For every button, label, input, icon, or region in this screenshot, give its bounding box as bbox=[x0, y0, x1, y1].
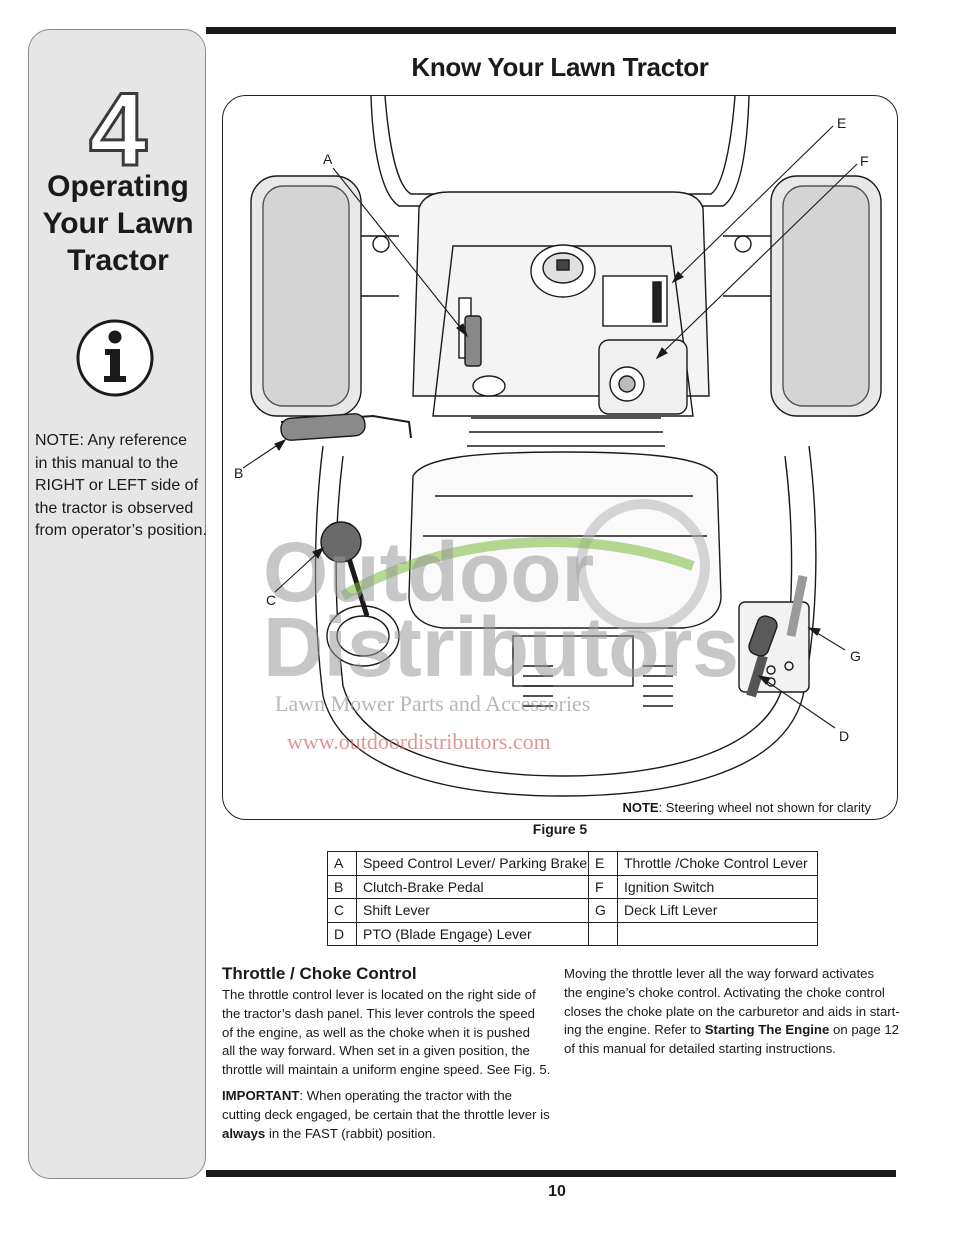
legend-table: A Speed Control Lever/ Parking Brake E T… bbox=[327, 851, 818, 946]
page-number: 10 bbox=[548, 1183, 566, 1200]
legend-key: F bbox=[588, 874, 618, 899]
figure-note-label: NOTE bbox=[622, 800, 659, 815]
legend-key: E bbox=[588, 851, 618, 876]
chapter-title-line: Your Lawn bbox=[42, 207, 194, 240]
sidebar-note-line: RIGHT or LEFT side of bbox=[35, 477, 199, 494]
paragraph-line: IMPORTANT: When operating the tractor wi… bbox=[222, 1087, 550, 1106]
paragraph-line: cutting deck engaged, be certain that th… bbox=[222, 1106, 550, 1125]
sidebar-note-line: the tractor is observed bbox=[35, 499, 194, 517]
tractor-figure: Outdoor Distributors Lawn Mower Parts an… bbox=[222, 95, 898, 820]
legend-value: Throttle /Choke Control Lever bbox=[617, 851, 818, 876]
important-text: in the FAST (rabbit) position. bbox=[265, 1125, 436, 1141]
callout-c: C bbox=[266, 592, 277, 608]
chapter-number: 4 bbox=[88, 72, 149, 188]
watermark: Outdoor Distributors Lawn Mower Parts an… bbox=[263, 499, 739, 754]
legend-value: Ignition Switch bbox=[617, 874, 818, 899]
paragraph-text: on page 12 bbox=[829, 1022, 899, 1038]
paragraph-line: throttle will maintain a uniform engine … bbox=[222, 1062, 551, 1078]
legend-key: D bbox=[327, 921, 357, 946]
watermark-line4: www.outdoordistributors.com bbox=[287, 729, 551, 754]
section-right-column: Moving the throttle lever all the way fo… bbox=[564, 965, 900, 1059]
reference-link-text: Starting The Engine bbox=[704, 1022, 830, 1038]
sidebar-note-line: NOTE: Any reference bbox=[35, 432, 188, 449]
paragraph-line: all the way forward. When set in a given… bbox=[222, 1043, 530, 1059]
legend-value: Clutch-Brake Pedal bbox=[356, 874, 589, 899]
paragraph-line: the tractor’s dash panel. This lever con… bbox=[222, 1005, 536, 1021]
important-text: : When operating the tractor with the bbox=[299, 1088, 512, 1103]
important-note: IMPORTANT: When operating the tractor wi… bbox=[222, 1087, 550, 1143]
sidebar-note-line: in this manual to the bbox=[35, 454, 179, 472]
paragraph-line: closes the choke plate on the carburetor… bbox=[564, 1003, 900, 1019]
chapter-sidebar: 4 Operating Your Lawn Tractor NOTE: Any … bbox=[28, 29, 207, 1179]
watermark-line3: Lawn Mower Parts and Accessories bbox=[275, 691, 590, 716]
page-title: Know Your Lawn Tractor bbox=[411, 52, 709, 82]
paragraph-line: The throttle control lever is located on… bbox=[222, 987, 536, 1002]
callout-e: E bbox=[837, 115, 847, 131]
paragraph-line: of this manual for detailed starting ins… bbox=[564, 1041, 836, 1057]
figure-note: NOTE: Steering wheel not shown for clari… bbox=[622, 800, 871, 815]
watermark-line1: Outdoor bbox=[263, 525, 594, 619]
legend-value: Speed Control Lever/ Parking Brake bbox=[356, 851, 589, 876]
tractor-illustration: Outdoor Distributors Lawn Mower Parts an… bbox=[242, 96, 882, 797]
sidebar-note: NOTE: Any reference in this manual to th… bbox=[35, 430, 207, 543]
figure-caption: Figure 5 bbox=[532, 821, 588, 837]
paragraph-line: always in the FAST (rabbit) position. bbox=[222, 1125, 550, 1144]
watermark-line2: Distributors bbox=[263, 600, 739, 694]
paragraph-line: the engine’s choke control. Activating t… bbox=[564, 984, 885, 1000]
chapter-title-line: Operating bbox=[47, 170, 189, 203]
legend-value bbox=[617, 921, 818, 946]
important-label: IMPORTANT bbox=[222, 1088, 300, 1103]
legend-value: PTO (Blade Engage) Lever bbox=[356, 921, 589, 946]
important-text: cutting deck engaged, be certain that th… bbox=[222, 1106, 550, 1122]
table-row: C Shift Lever G Deck Lift Lever bbox=[327, 898, 818, 923]
legend-key: G bbox=[588, 898, 618, 923]
paragraph-line: Moving the throttle lever all the way fo… bbox=[564, 966, 875, 981]
chapter-title-line: Tractor bbox=[67, 244, 169, 277]
table-row: D PTO (Blade Engage) Lever bbox=[327, 921, 818, 946]
paragraph-line: ing the engine. Refer to Starting The En… bbox=[564, 1021, 900, 1040]
paragraph-text: ing the engine. Refer to bbox=[564, 1022, 705, 1038]
figure-note-text: : Steering wheel not shown for clarity bbox=[658, 800, 871, 815]
callout-leaders bbox=[242, 125, 858, 729]
table-row: A Speed Control Lever/ Parking Brake E T… bbox=[327, 851, 818, 876]
legend-value: Shift Lever bbox=[356, 898, 589, 923]
legend-key: A bbox=[327, 851, 357, 876]
bottom-rule bbox=[206, 1170, 896, 1177]
legend-key bbox=[588, 921, 618, 946]
callout-d: D bbox=[839, 728, 850, 744]
section-left-column: The throttle control lever is located on… bbox=[222, 986, 550, 1080]
legend-key: C bbox=[327, 898, 357, 923]
legend-value: Deck Lift Lever bbox=[617, 898, 818, 923]
table-row: B Clutch-Brake Pedal F Ignition Switch bbox=[327, 874, 818, 899]
top-rule bbox=[206, 27, 896, 34]
paragraph-line: of the engine, as well as the choke when… bbox=[222, 1024, 530, 1040]
callout-b: B bbox=[234, 465, 244, 481]
info-icon bbox=[76, 319, 154, 397]
callout-a: A bbox=[323, 151, 333, 167]
callout-f: F bbox=[860, 153, 869, 169]
section-title: Throttle / Choke Control bbox=[222, 964, 417, 983]
callout-g: G bbox=[850, 648, 861, 664]
sidebar-note-line: from operator’s position. bbox=[35, 522, 207, 539]
legend-key: B bbox=[327, 874, 357, 899]
important-emphasis: always bbox=[222, 1125, 266, 1141]
chapter-title: Operating Your Lawn Tractor bbox=[29, 168, 207, 279]
